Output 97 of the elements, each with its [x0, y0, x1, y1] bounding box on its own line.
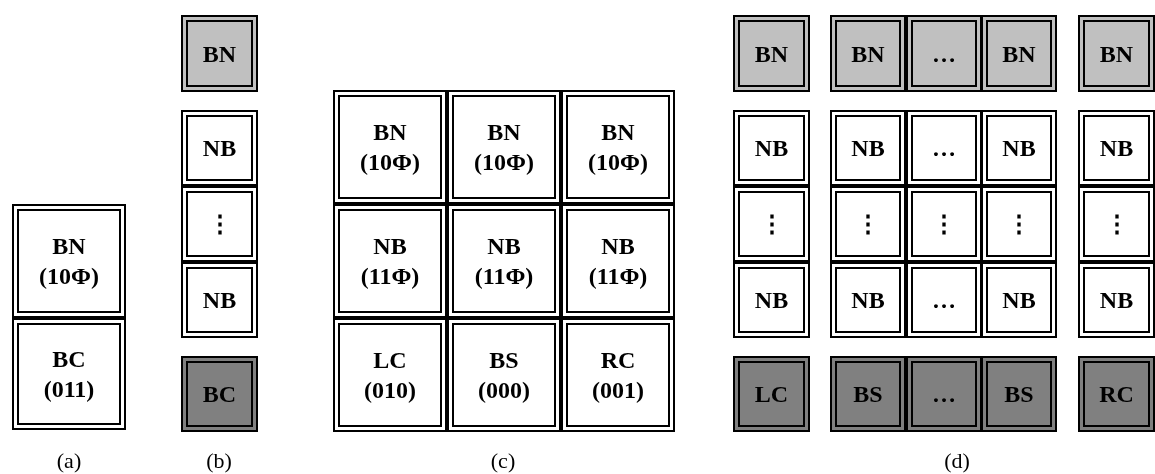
cell-label: …	[932, 286, 956, 315]
block-cell	[981, 15, 1057, 92]
cell-label: …	[932, 134, 956, 163]
panel-caption: (d)	[944, 446, 970, 474]
block-cell	[12, 204, 126, 318]
block-cell	[733, 15, 810, 92]
block-cell	[333, 318, 447, 432]
block-cell	[181, 186, 258, 262]
block-cell	[1078, 15, 1155, 92]
block-cell	[447, 318, 561, 432]
cell-label: (010)	[364, 376, 416, 405]
block-cell	[733, 262, 810, 338]
cell-label: NB	[754, 134, 789, 163]
cell-label: NB	[1002, 286, 1036, 315]
block-cell	[906, 110, 982, 186]
cell-label: NB	[202, 134, 237, 163]
block-cell	[181, 110, 258, 186]
cell-label: BN	[1002, 39, 1036, 69]
cell-label: (11Φ)	[360, 262, 420, 291]
cell-label: BN	[754, 39, 789, 69]
cell-label: (000)	[478, 376, 530, 405]
block-cell	[1078, 262, 1155, 338]
block-cell	[981, 262, 1057, 338]
block-cell	[906, 262, 982, 338]
cell-label: ⋮	[759, 210, 784, 239]
block-cell	[1078, 186, 1155, 262]
cell-label: NB	[487, 232, 521, 261]
block-cell	[981, 356, 1057, 432]
block-cell	[1078, 356, 1155, 432]
cell-label: LC	[754, 380, 789, 409]
panel-caption: (c)	[490, 446, 516, 474]
cell-label: NB	[851, 286, 885, 315]
cell-label: BN	[373, 118, 407, 147]
cell-label: ⋮	[1104, 210, 1129, 239]
block-cell	[830, 186, 906, 262]
cell-label: ⋮	[207, 210, 232, 239]
cell-label: RC	[600, 346, 636, 375]
block-cell	[447, 204, 561, 318]
block-cell	[830, 262, 906, 338]
cell-label: NB	[1002, 134, 1036, 163]
block-cell	[733, 186, 810, 262]
cell-label: ⋮	[1007, 210, 1031, 239]
cell-label: NB	[1099, 286, 1134, 315]
cell-label: (10Φ)	[474, 148, 534, 177]
cell-label: (011)	[43, 375, 95, 404]
cell-label: NB	[202, 286, 237, 315]
block-cell	[1078, 110, 1155, 186]
block-cell	[830, 15, 906, 92]
block-cell	[12, 318, 126, 430]
cell-label: BS	[1004, 380, 1034, 409]
cell-label: (11Φ)	[588, 262, 648, 291]
block-cell	[181, 262, 258, 338]
block-cell	[181, 15, 258, 92]
cell-label: NB	[1099, 134, 1134, 163]
cell-label: ⋮	[932, 210, 956, 239]
block-cell	[981, 186, 1057, 262]
block-cell	[906, 356, 982, 432]
block-cell	[333, 90, 447, 204]
cell-label: (11Φ)	[474, 262, 534, 291]
cell-label: NB	[754, 286, 789, 315]
cell-label: BN	[52, 232, 86, 261]
cell-label: BS	[489, 346, 519, 375]
cell-label: BN	[601, 118, 635, 147]
block-cell	[830, 356, 906, 432]
cell-label: BN	[202, 39, 237, 69]
cell-label: (10Φ)	[39, 262, 99, 291]
cell-label: BC	[202, 380, 237, 409]
block-cell	[733, 356, 810, 432]
cell-label: BC	[52, 345, 86, 374]
cell-label: (001)	[592, 376, 644, 405]
cell-label: …	[932, 380, 956, 409]
block-cell	[906, 15, 982, 92]
cell-label: (10Φ)	[360, 148, 420, 177]
cell-label: NB	[601, 232, 635, 261]
cell-label: …	[932, 39, 956, 69]
panel-caption: (a)	[56, 446, 82, 474]
cell-label: LC	[373, 346, 407, 375]
block-cell	[981, 110, 1057, 186]
cell-label: BN	[487, 118, 521, 147]
cell-label: BS	[853, 380, 883, 409]
block-cell	[561, 204, 675, 318]
block-cell	[181, 356, 258, 432]
cell-label: (10Φ)	[588, 148, 648, 177]
block-cell	[733, 110, 810, 186]
block-cell	[906, 186, 982, 262]
cell-label: BN	[851, 39, 885, 69]
panel-caption: (b)	[206, 446, 232, 474]
cell-label: NB	[373, 232, 407, 261]
block-cell	[447, 90, 561, 204]
block-cell	[333, 204, 447, 318]
block-cell	[561, 90, 675, 204]
block-cell	[830, 110, 906, 186]
cell-label: NB	[851, 134, 885, 163]
cell-label: RC	[1099, 380, 1134, 409]
cell-label: BN	[1099, 39, 1134, 69]
block-cell	[561, 318, 675, 432]
cell-label: ⋮	[856, 210, 880, 239]
